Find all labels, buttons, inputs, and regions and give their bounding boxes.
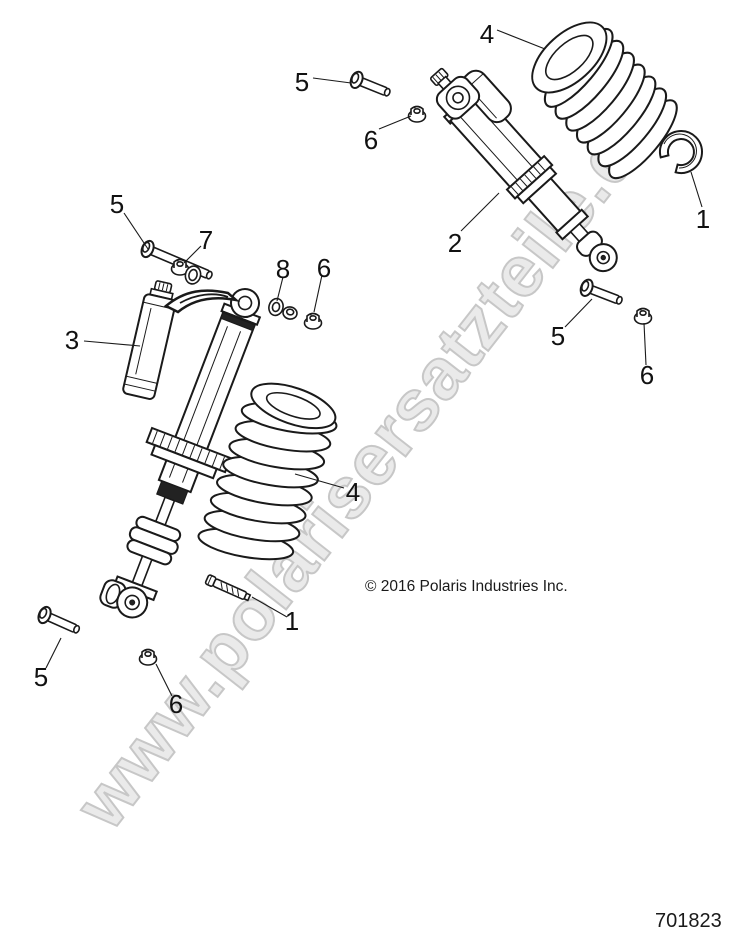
callout-1-mid: 1 — [285, 606, 299, 636]
callout-1-top: 1 — [696, 204, 710, 234]
part-rod-drawing — [204, 574, 252, 602]
callout-6-top: 6 — [364, 125, 378, 155]
callout-5-left: 5 — [110, 189, 124, 219]
part-washer-left-drawing — [184, 265, 202, 285]
callout-7: 7 — [199, 225, 213, 255]
leader-lines — [45, 29, 703, 697]
callout-6-mid: 6 — [317, 253, 331, 283]
part-shock-assembly-drawing — [429, 67, 618, 273]
part-bolt-bottom-drawing — [37, 605, 81, 634]
part-screw-mid-drawing — [282, 306, 298, 320]
callout-5-top: 5 — [295, 67, 309, 97]
part-spring-mid-drawing — [197, 382, 338, 561]
part-nut-top-drawing — [407, 105, 427, 123]
callout-6-right: 6 — [640, 360, 654, 390]
callout-2: 2 — [448, 228, 462, 258]
diagram-number: 701823 — [655, 910, 722, 932]
part-nut-right-drawing — [633, 307, 653, 325]
part-bolt-right-drawing — [579, 278, 623, 305]
callout-labels: 4 1 2 5 6 5 7 8 6 3 4 1 5 6 5 6 — [34, 19, 710, 719]
callout-5-bottom: 5 — [34, 662, 48, 692]
part-nut-left-drawing — [170, 258, 190, 276]
part-washer-mid-drawing — [268, 297, 284, 317]
part-nut-bottom-drawing — [138, 648, 158, 666]
callout-4-top: 4 — [480, 19, 494, 49]
part-retaining-ring-drawing — [659, 130, 703, 174]
part-spring-top-drawing — [531, 21, 678, 180]
part-bolt-top-drawing — [349, 70, 391, 97]
part-nut-mid-drawing — [303, 312, 323, 330]
callout-4-mid: 4 — [346, 477, 360, 507]
callout-8: 8 — [276, 254, 290, 284]
callout-6-bottom: 6 — [169, 689, 183, 719]
callout-5-right: 5 — [551, 321, 565, 351]
callout-3: 3 — [65, 325, 79, 355]
copyright-text: © 2016 Polaris Industries Inc. — [365, 578, 568, 595]
part-reservoir-shock-drawing — [99, 280, 262, 619]
